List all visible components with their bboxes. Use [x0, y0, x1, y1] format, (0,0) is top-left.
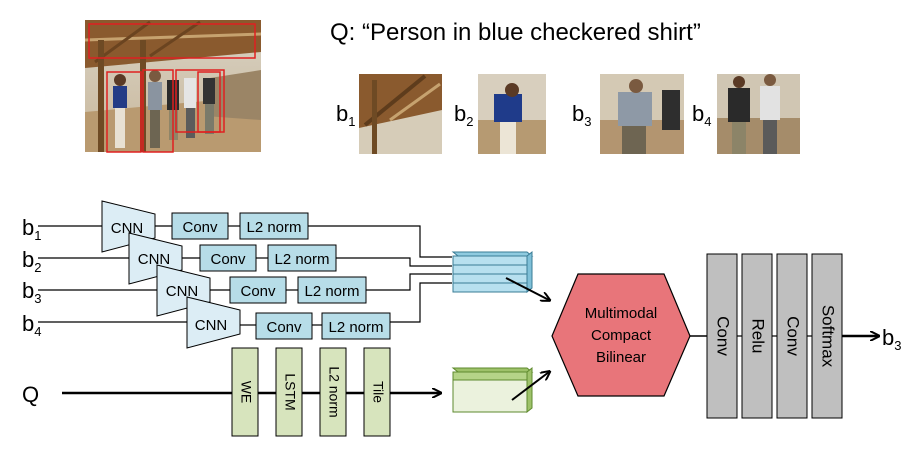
cnn-label-4: CNN	[195, 317, 228, 334]
crop-1: b1	[336, 74, 442, 154]
crop-label-2: b2	[454, 101, 473, 129]
visual-row-1: b1 CNN Conv L2 norm	[22, 200, 452, 258]
l2-label-1: L2 norm	[246, 219, 301, 236]
we-block	[231, 347, 259, 437]
visual-feature-tensor	[451, 250, 534, 294]
mcb-block: Multimodal Compact Bilinear	[551, 273, 691, 397]
tile-label: Tile	[370, 381, 386, 403]
visual-arrow	[505, 277, 549, 300]
head-conv-2	[776, 253, 808, 419]
row-label-3: b3	[22, 278, 41, 306]
text-arrow	[511, 372, 549, 401]
crop-image-2	[478, 74, 546, 154]
crop-4: b4	[692, 74, 800, 154]
l2-block-1	[239, 212, 309, 240]
crop-image-4	[717, 74, 800, 154]
cnn-label-3: CNN	[166, 283, 199, 300]
conv-label-3: Conv	[240, 283, 276, 300]
text-feature-tensor	[451, 366, 534, 414]
conv-label-2: Conv	[210, 251, 246, 268]
crop-label-4: b4	[692, 101, 711, 129]
cnn-block-4	[186, 296, 241, 349]
mcb-line2: Compact	[591, 327, 652, 344]
head-layers: Conv Relu Conv Softmax	[706, 253, 843, 419]
mcb-line1: Multimodal	[585, 305, 658, 322]
head-conv-2-label: Conv	[784, 316, 803, 356]
visual-row-3: b3 CNN Conv L2 norm	[22, 264, 452, 317]
l2-block-4	[321, 312, 391, 340]
crop-label-1: b1	[336, 101, 355, 129]
l2-label-3: L2 norm	[304, 283, 359, 300]
cnn-label-1: CNN	[111, 220, 144, 237]
crop-image-3	[600, 74, 684, 154]
l2-label-2: L2 norm	[274, 251, 329, 268]
conv-block-2	[199, 244, 257, 272]
mcb-line3: Bilinear	[596, 349, 646, 366]
head-relu	[741, 253, 773, 419]
cnn-label-2: CNN	[138, 251, 171, 268]
visual-row-2: b2 CNN Conv L2 norm	[22, 232, 452, 285]
query-label: Q	[22, 382, 39, 407]
head-softmax-label: Softmax	[819, 305, 838, 368]
lstm-block	[275, 347, 303, 437]
head-conv-1	[706, 253, 738, 419]
crop-image-1	[359, 74, 442, 154]
we-label: WE	[238, 381, 254, 404]
scene-photo	[84, 20, 262, 153]
conv-label-1: Conv	[182, 219, 218, 236]
text-l2-block	[319, 347, 347, 437]
output-label: b3	[882, 325, 901, 353]
text-branch: Q WE LSTM L2 norm Tile	[22, 347, 440, 437]
conv-block-3	[229, 276, 287, 304]
l2-block-2	[267, 244, 337, 272]
head-relu-label: Relu	[749, 319, 768, 354]
tile-block	[363, 347, 391, 437]
l2-label-4: L2 norm	[328, 319, 383, 336]
conv-block-4	[255, 312, 313, 340]
row-label-4: b4	[22, 311, 41, 339]
visual-row-4: b4 CNN Conv L2 norm	[22, 282, 452, 349]
text-l2-label: L2 norm	[326, 366, 342, 417]
head-conv-1-label: Conv	[714, 316, 733, 356]
crop-label-3: b3	[572, 101, 591, 129]
conv-label-4: Conv	[266, 319, 302, 336]
lstm-label: LSTM	[282, 373, 298, 410]
query-text: Q: “Person in blue checkered shirt”	[330, 19, 701, 46]
crop-2: b2	[454, 74, 546, 154]
row-label-1: b1	[22, 215, 41, 243]
crop-3: b3	[572, 74, 684, 154]
row-label-2: b2	[22, 247, 41, 275]
